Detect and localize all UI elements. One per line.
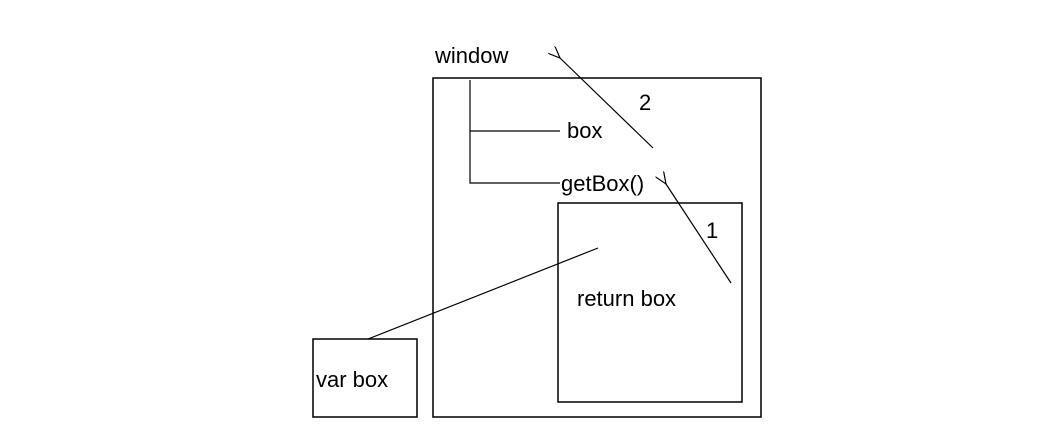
getbox-scope-box [557,202,743,403]
step-2-label: 2 [639,90,651,115]
window-getbox-connector [469,80,560,184]
var-box-label: var box [316,367,388,392]
arrow-1 [666,184,732,284]
getbox-label: getBox() [561,171,644,196]
step-1-label: 1 [706,218,718,243]
box-label: box [567,118,602,143]
window-label: window [434,43,508,68]
arrow-2 [560,58,654,149]
var-box-box [312,338,418,418]
var-box-reference-line [367,247,599,340]
window-scope-box [432,77,762,418]
return-box-label: return box [577,286,676,311]
